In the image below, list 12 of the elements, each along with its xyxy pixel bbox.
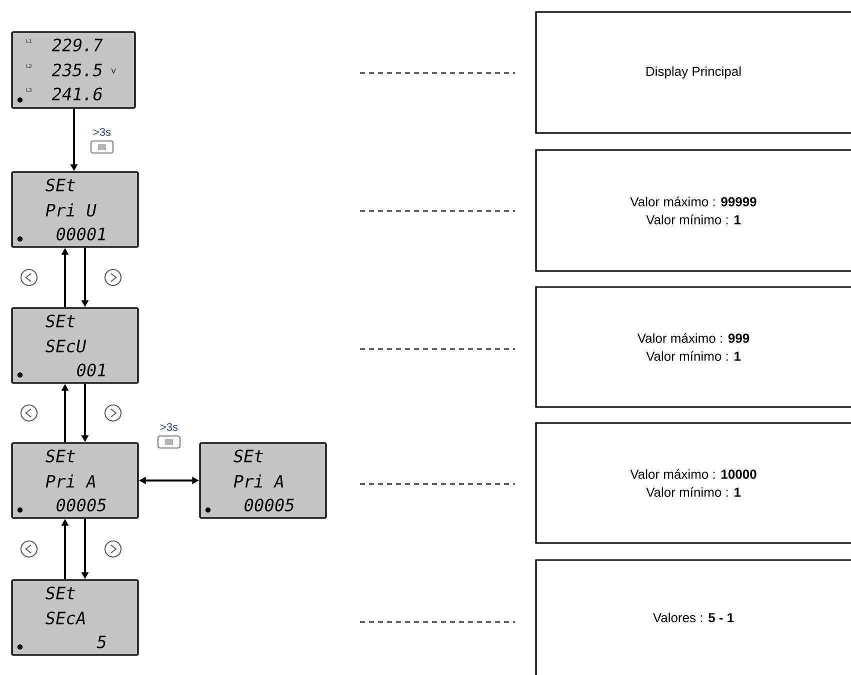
info-box: Display Principal [535, 11, 851, 134]
info-box: Valor máximo : 999 Valor mínimo : 1 [535, 286, 851, 408]
lcd-display: SEt SEcA 5 [11, 579, 139, 656]
edge-label: >3s [160, 423, 178, 431]
info-box: Valor máximo : 10000 Valor mínimo : 1 [535, 422, 851, 544]
lcd-display: SEt Pri U 00001 [11, 171, 139, 248]
info-box: Valor máximo : 99999 Valor mínimo : 1 [535, 149, 851, 272]
info-box: Valores : 5 - 1 [535, 559, 851, 675]
lcd-display: SEt Pri A 00005 [11, 442, 139, 519]
edge-label: >3s [94, 128, 111, 136]
lcd-display: SEt SEcU 001 [11, 307, 139, 384]
lcd-display: SEt Pri A 00005 [199, 442, 327, 519]
